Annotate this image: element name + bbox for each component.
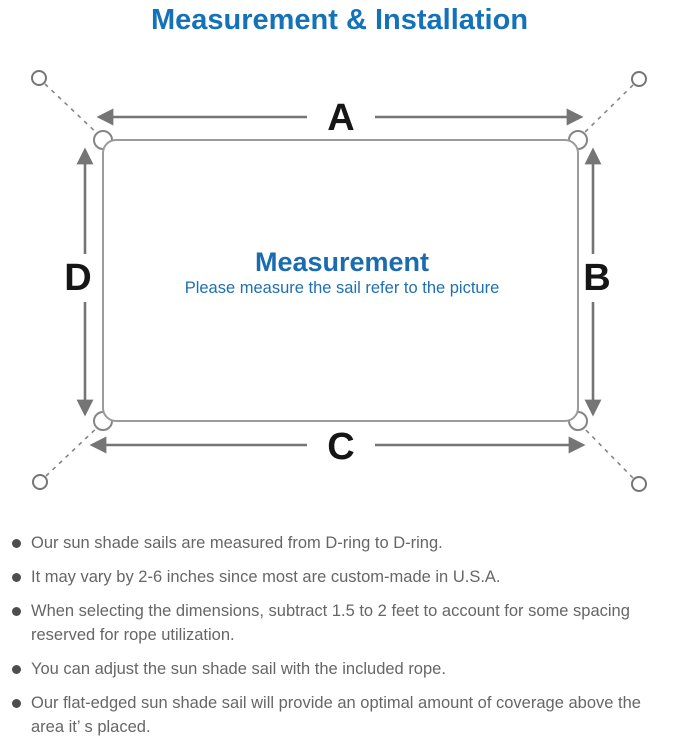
- bullet-icon: [12, 539, 21, 548]
- diagram-container: A B C D Measurement Please measure the s…: [0, 60, 679, 510]
- diagram-center-subtitle: Please measure the sail refer to the pic…: [185, 279, 500, 297]
- anchor-point-icon-bottom-right: [631, 476, 647, 492]
- note-text: Our flat-edged sun shade sail will provi…: [31, 694, 641, 736]
- anchor-point-icon-bottom-left: [32, 474, 48, 490]
- note-text: You can adjust the sun shade sail with t…: [31, 660, 446, 678]
- page-title: Measurement & Installation: [150, 4, 529, 36]
- page-header: Measurement & Installation: [0, 0, 679, 60]
- dimension-label-b: B: [583, 257, 610, 299]
- note-item: You can adjust the sun shade sail with t…: [10, 657, 675, 681]
- rope-line-top-right: [579, 84, 634, 138]
- note-text: Our sun shade sails are measured from D-…: [31, 534, 443, 552]
- note-item: Our sun shade sails are measured from D-…: [10, 531, 675, 555]
- anchor-point-icon-top-left: [31, 70, 47, 86]
- dimension-label-a: A: [327, 97, 354, 139]
- bullet-icon: [12, 699, 21, 708]
- notes-section: Our sun shade sails are measured from D-…: [0, 510, 679, 739]
- note-text: It may vary by 2-6 inches since most are…: [31, 568, 501, 586]
- rope-line-bottom-right: [579, 423, 634, 479]
- note-item: When selecting the dimensions, subtract …: [10, 599, 675, 647]
- measurement-diagram: A B C D Measurement Please measure the s…: [31, 70, 647, 492]
- note-text: When selecting the dimensions, subtract …: [31, 602, 630, 644]
- dimension-label-c: C: [327, 426, 354, 468]
- note-item: It may vary by 2-6 inches since most are…: [10, 565, 675, 589]
- rope-line-bottom-left: [45, 423, 102, 477]
- bullet-icon: [12, 607, 21, 616]
- sail-outline: [102, 139, 579, 422]
- rope-line-top-left: [44, 83, 102, 138]
- note-item: Our flat-edged sun shade sail will provi…: [10, 691, 675, 739]
- bullet-icon: [12, 573, 21, 582]
- dimension-label-d: D: [64, 257, 91, 299]
- diagram-center-title: Measurement: [255, 247, 429, 277]
- bullet-icon: [12, 665, 21, 674]
- anchor-point-icon-top-right: [631, 71, 647, 87]
